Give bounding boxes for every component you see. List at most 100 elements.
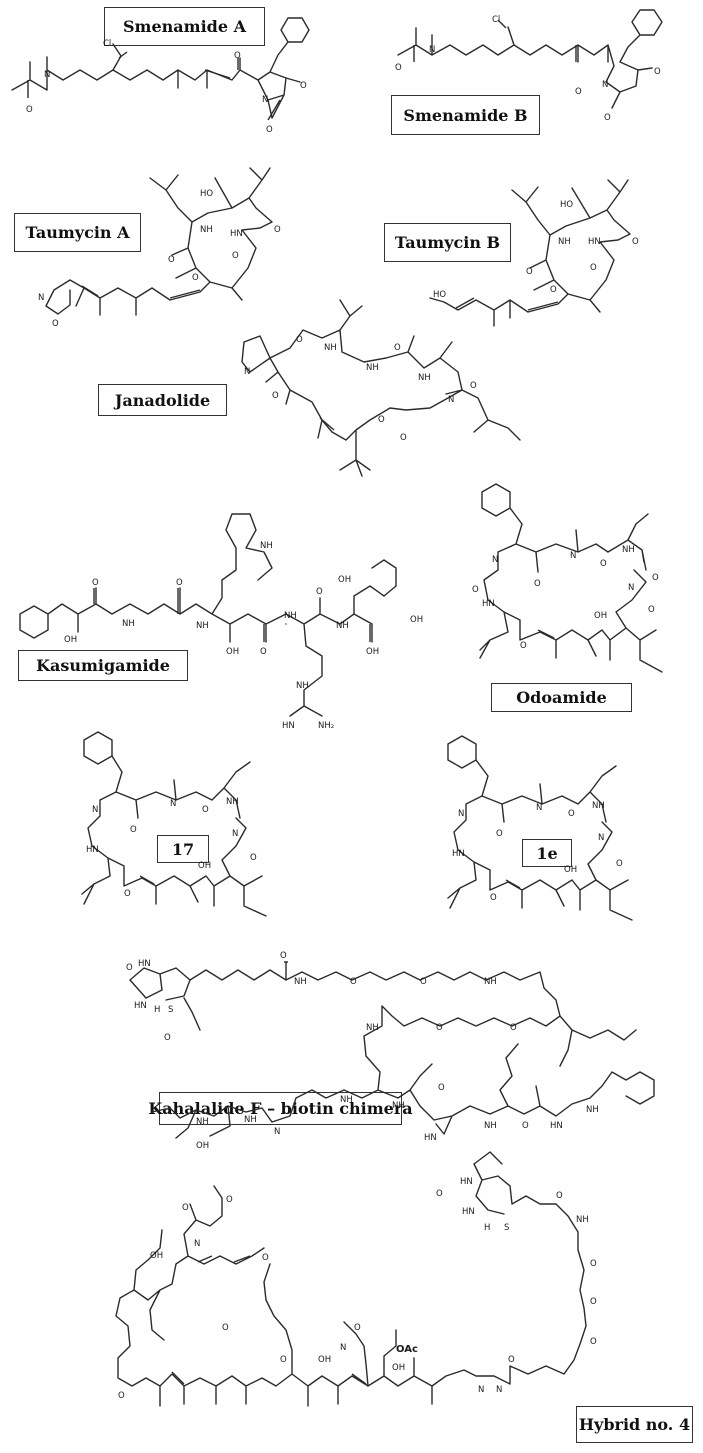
atom-o: O	[350, 977, 357, 987]
atom-o: O	[395, 63, 402, 73]
atom-o: O	[522, 1121, 529, 1131]
structure-smenamide-a: O N Cl O N O O	[11, 17, 310, 135]
atom-nh: NH	[340, 1095, 353, 1105]
structure-hybrid-no-4: OH O N O O O O O OH N O OAc OH N N O HN …	[115, 1151, 597, 1407]
atom-o: O	[234, 51, 241, 61]
atom-nh: NH	[484, 1121, 497, 1131]
atom-o: O	[472, 585, 479, 595]
atom-o: O	[354, 1323, 361, 1333]
atom-oh: OH	[318, 1355, 331, 1365]
atom-oh: OH	[338, 575, 351, 585]
atom-n: N	[38, 293, 44, 303]
atom-hn: HN	[482, 599, 495, 609]
atom-nh: NH	[200, 225, 213, 235]
atom-n: N	[244, 367, 250, 377]
structure-smenamide-b: O N Cl O N O O	[395, 9, 663, 123]
atom-o: O	[274, 225, 281, 235]
label-odoamide: Odoamide	[491, 683, 632, 712]
atom-h: H	[484, 1223, 490, 1233]
atom-o: O	[590, 1337, 597, 1347]
label-hybrid-no-4: Hybrid no. 4	[576, 1406, 693, 1443]
label-smenamide-b: Smenamide B	[391, 95, 540, 135]
atom-o: O	[438, 1083, 445, 1093]
atom-s: S	[168, 1005, 173, 1015]
atom-n: N	[448, 395, 454, 405]
atom-o: O	[378, 415, 385, 425]
atom-hn: HN	[86, 845, 99, 855]
atom-o: O	[510, 1023, 517, 1033]
atom-o: O	[118, 1391, 125, 1401]
structure-compound-17: N O N O NH N HN O OH O	[81, 731, 267, 917]
atom-o: O	[496, 829, 503, 839]
atom-nh: NH	[260, 541, 273, 551]
atom-nh: NH	[366, 1023, 379, 1033]
atom-o: O	[226, 1195, 233, 1205]
atom-hn: HN	[462, 1207, 475, 1217]
atom-hn: HN	[134, 1001, 147, 1011]
atom-o: O	[126, 963, 133, 973]
atom-n: N	[458, 809, 464, 819]
atom-nh: NH	[294, 977, 307, 987]
atom-hn: HN	[138, 959, 151, 969]
label-taumycin-b: Taumycin B	[384, 223, 511, 262]
atom-o: O	[470, 381, 477, 391]
atom-oh: OH	[564, 865, 577, 875]
atom-o: O	[260, 647, 267, 657]
atom-n: N	[496, 1385, 502, 1395]
label-janadolide: Janadolide	[98, 384, 227, 416]
atom-nh: NH	[586, 1105, 599, 1115]
atom-oh: OH	[198, 861, 211, 871]
label-kasumigamide: Kasumigamide	[18, 650, 188, 681]
atom-nh: NH	[196, 621, 209, 631]
atom-o: O	[400, 433, 407, 443]
atom-o: O	[272, 391, 279, 401]
atom-ho: HO	[560, 200, 573, 210]
atom-n: N	[492, 555, 498, 565]
atom-o: O	[550, 285, 557, 295]
atom-o: O	[300, 81, 307, 91]
atom-o: O	[26, 105, 33, 115]
atom-nh: NH	[324, 343, 337, 353]
atom-hn: HN	[550, 1121, 563, 1131]
atom-o: O	[526, 267, 533, 277]
atom-oh: OH	[196, 1141, 209, 1151]
atom-ho: HO	[200, 189, 213, 199]
atom-o: O	[600, 559, 607, 569]
atom-o: O	[182, 1203, 189, 1213]
atom-n: N	[274, 1127, 280, 1137]
atom-nh: NH	[244, 1115, 257, 1125]
atom-nh: NH	[392, 1101, 405, 1111]
atom-o: O	[590, 1259, 597, 1269]
atom-hn: HN	[588, 237, 601, 247]
label-smenamide-a: Smenamide A	[104, 7, 265, 46]
atom-o: O	[436, 1023, 443, 1033]
atom-o: O	[92, 578, 99, 588]
atom-oac: OAc	[396, 1344, 418, 1355]
atom-nh: NH	[284, 611, 297, 621]
atom-n: N	[232, 829, 238, 839]
atom-ho: HO	[433, 290, 446, 300]
atom-nh: NH	[418, 373, 431, 383]
atom-o: O	[394, 343, 401, 353]
atom-o: O	[654, 67, 661, 77]
atom-o: O	[280, 1355, 287, 1365]
atom-nh2: NH₂	[318, 721, 334, 731]
atom-n: N	[194, 1239, 200, 1249]
atom-n: N	[429, 45, 435, 55]
atom-n: N	[570, 551, 576, 561]
atom-n: N	[602, 80, 608, 90]
atom-n: N	[536, 803, 542, 813]
atom-o: O	[168, 255, 175, 265]
atom-oh: OH	[392, 1363, 405, 1373]
atom-o: O	[590, 263, 597, 273]
atom-o: O	[490, 893, 497, 903]
atom-n: N	[262, 95, 268, 105]
atom-o: O	[222, 1323, 229, 1333]
label-compound-1e: 1e	[522, 839, 572, 867]
atom-o: O	[616, 859, 623, 869]
atom-nh: NH	[484, 977, 497, 987]
atom-s: S	[504, 1223, 509, 1233]
atom-o: O	[590, 1297, 597, 1307]
structure-taumycin-b: HO NH HN O O O O HO	[429, 179, 639, 327]
atom-o: O	[176, 578, 183, 588]
